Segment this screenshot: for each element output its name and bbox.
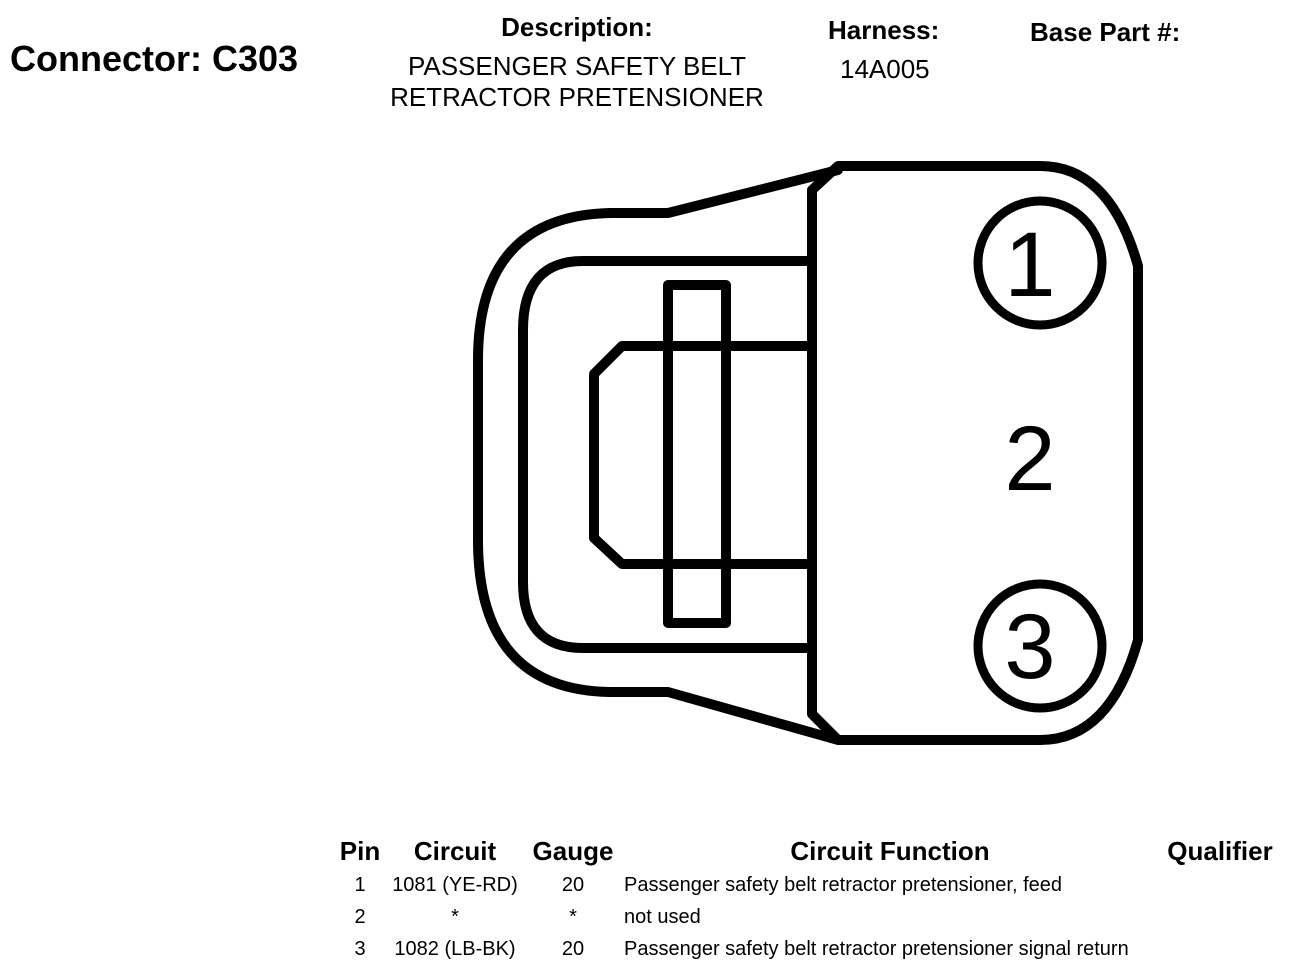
- table-row-pin: 2: [354, 906, 366, 928]
- pin-1-cavity: [973, 196, 1107, 330]
- table-row-pin: 1: [354, 874, 366, 896]
- table-header-pin: Pin: [339, 836, 381, 866]
- table-header-qualifier: Qualifier: [1167, 836, 1273, 866]
- table-row-pin: 3: [354, 938, 366, 960]
- description-line-1: PASSENGER SAFETY BELT: [407, 51, 747, 81]
- table-header-circuit: Circuit: [413, 836, 497, 866]
- connector-locking-bar: [663, 280, 731, 628]
- table-row-gauge: *: [569, 906, 577, 928]
- table-header-circuit-function: Circuit Function: [790, 836, 990, 866]
- harness-label: Harness:: [828, 15, 940, 45]
- pin-2-label: 2: [1004, 408, 1055, 510]
- base-part-label: Base Part #:: [1030, 17, 1181, 47]
- connector-main-body: [807, 161, 1143, 745]
- table-row-circuit: 1081 (YE-RD): [392, 874, 518, 896]
- connector-locking-tab: [589, 341, 813, 569]
- table-row-gauge: 20: [561, 938, 585, 960]
- table-row-circuit: *: [451, 906, 459, 928]
- connector-inner-shroud: [518, 256, 813, 653]
- description-line-2: RETRACTOR PRETENSIONER: [390, 82, 764, 112]
- table-row-function: not used: [624, 906, 701, 928]
- pin-3-cavity: [973, 579, 1107, 713]
- description-label: Description:: [501, 12, 653, 42]
- pin-1-label: 1: [1004, 214, 1055, 316]
- table-row-function: Passenger safety belt retractor pretensi…: [624, 874, 1063, 896]
- table-header-gauge: Gauge: [532, 836, 614, 866]
- pin-3-label: 3: [1004, 596, 1055, 698]
- table-row-circuit: 1082 (LB-BK): [394, 938, 516, 960]
- harness-value: 14A005: [840, 54, 930, 84]
- connector-title: Connector: C303: [10, 38, 299, 79]
- connector-outer-shroud: [473, 165, 843, 745]
- table-row-function: Passenger safety belt retractor pretensi…: [624, 938, 1129, 960]
- table-row-gauge: 20: [561, 874, 585, 896]
